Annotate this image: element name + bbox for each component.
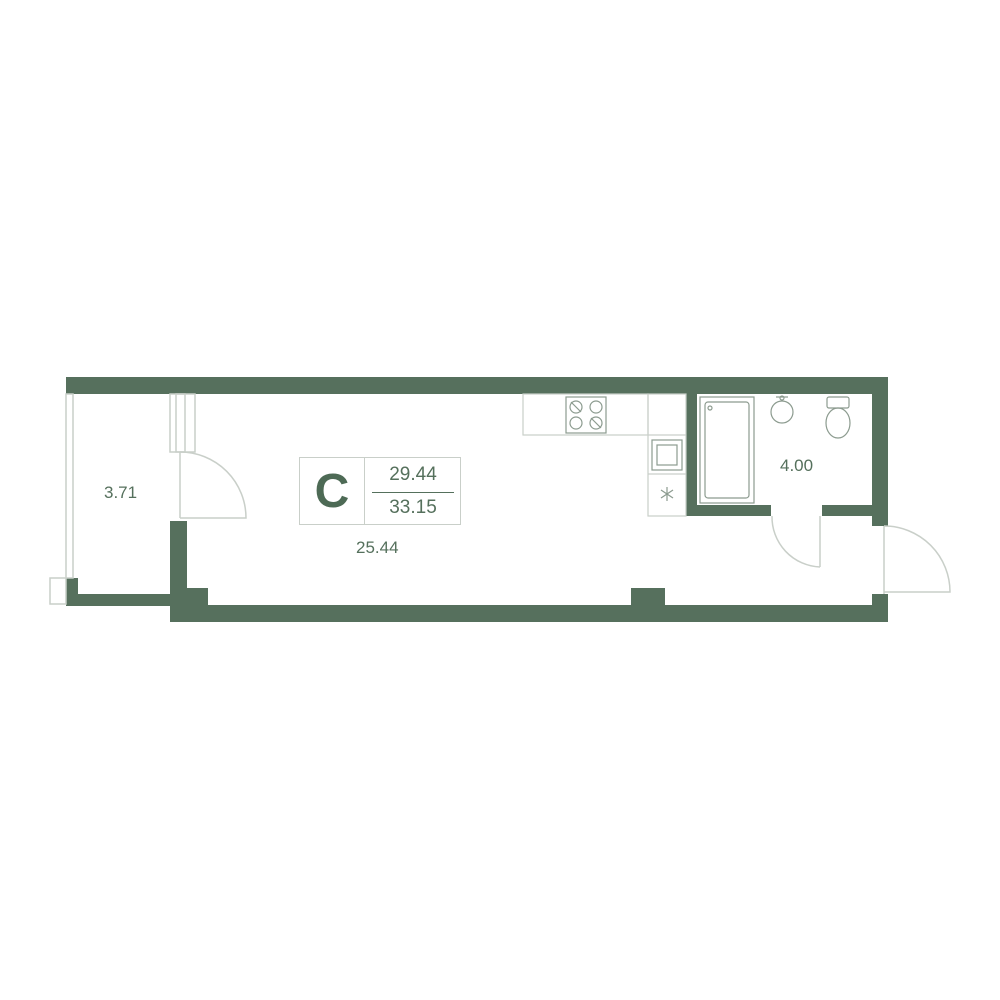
partition-window	[169, 393, 186, 453]
badge-divider-vertical	[364, 458, 365, 524]
bathroom-wall-left	[686, 394, 697, 515]
kitchen-counter-side	[647, 393, 687, 517]
walls	[66, 377, 888, 622]
main-room-area-label: 25.44	[356, 538, 399, 557]
fan-icon	[660, 487, 674, 501]
kitchen-counter-top	[522, 393, 649, 436]
bathroom-door	[771, 515, 821, 568]
balcony-area-label: 3.71	[104, 483, 138, 502]
balcony-window	[65, 393, 74, 579]
bathroom-fixtures	[699, 395, 851, 504]
top-wall	[66, 377, 888, 394]
doors	[179, 451, 951, 594]
balcony-wall-bottom	[66, 594, 174, 606]
sink-icon	[651, 439, 683, 471]
bathroom-wall-bottom-left	[686, 505, 771, 516]
bathroom-area-label: 4.00	[780, 456, 814, 475]
badge-divider-horizontal	[372, 492, 454, 493]
washbasin-icon	[770, 395, 794, 424]
column-middle	[631, 588, 665, 608]
stove-icon	[565, 396, 607, 434]
balcony-corner-post	[49, 577, 67, 605]
apartment-info-badge: С 29.44 33.15	[299, 457, 461, 525]
toilet-icon	[825, 396, 851, 439]
balcony-door	[179, 451, 247, 519]
kitchen	[522, 393, 687, 517]
partition-lower	[170, 521, 187, 621]
bottom-wall	[170, 605, 888, 622]
right-wall-upper	[872, 377, 888, 526]
bathroom-wall-bottom-right	[822, 505, 877, 516]
entrance-door	[883, 525, 951, 594]
total-area-value: 33.15	[389, 497, 437, 518]
apartment-type-letter: С	[314, 464, 350, 518]
bathtub-icon	[699, 396, 755, 504]
living-area-value: 29.44	[389, 464, 437, 485]
